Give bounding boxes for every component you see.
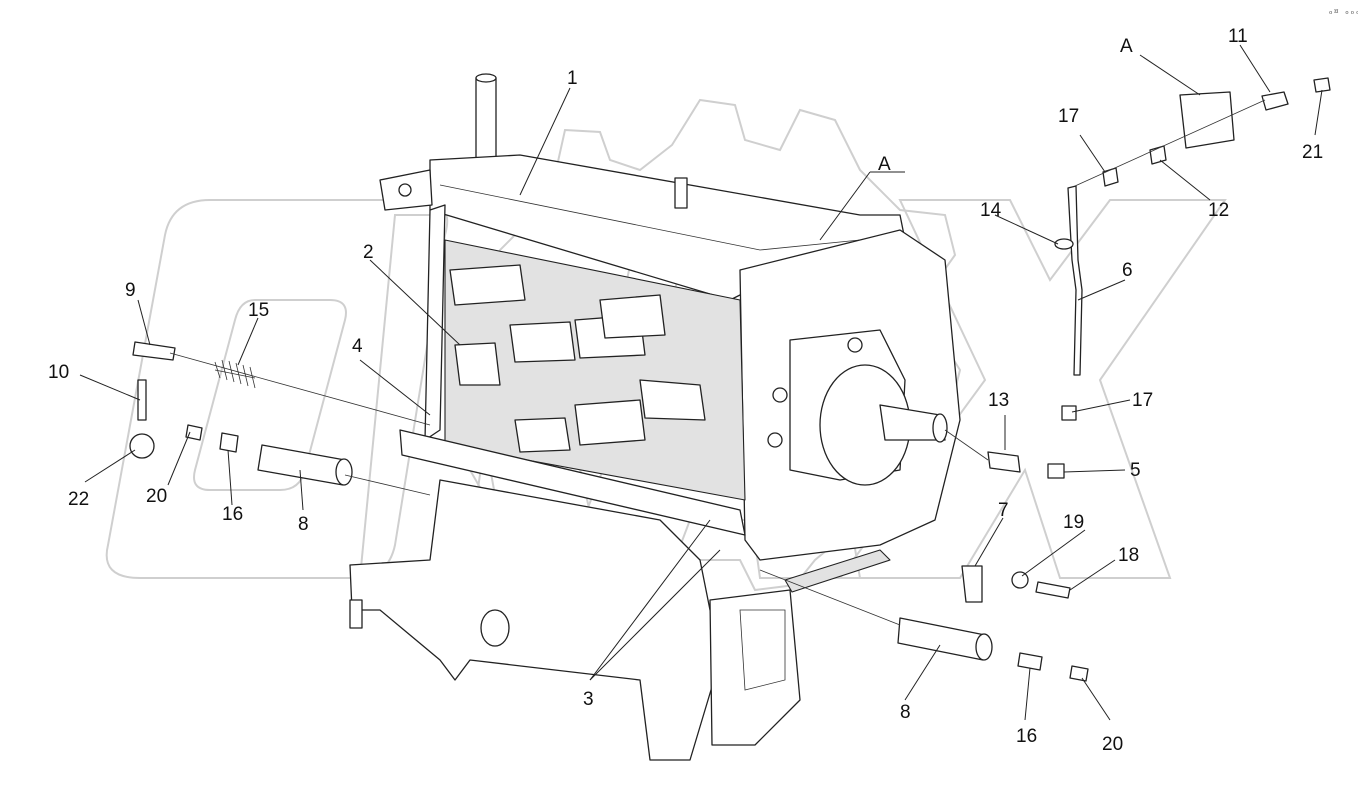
corner-mark: ₒ¤ ₒₒₒ [1328,7,1358,17]
drive-shaft [879,404,946,441]
part-15-spring [214,359,256,389]
part-10-nipple [137,379,147,421]
part-20-fitting-left [185,424,203,441]
part-6-pipe [1067,185,1083,376]
part-13-fitting [987,451,1021,473]
part-8-roller-right [897,617,986,661]
base-frame [349,479,721,761]
drive-unit [767,329,948,486]
part-19-washer [1011,571,1029,589]
detail-a-view [1179,91,1235,149]
callout-4: 4 [352,336,363,357]
part-14-sleeve [1054,238,1074,250]
watermark-letter-o [105,199,449,579]
watermark-letter-x [838,199,1227,579]
top-post-cap [475,73,497,83]
callout-3: 3 [583,689,594,710]
callout-2: 2 [363,242,374,263]
right-leg-bracket [709,589,801,746]
callout-5: 5 [1130,460,1141,481]
callout-22: 22 [68,489,89,510]
top-post [475,77,497,161]
part-5-elbow [1047,463,1065,479]
callout-11: 11 [1228,26,1248,47]
detached-parts [129,77,1331,682]
callout-20-right: 20 [1102,734,1123,755]
lower-rail [399,429,746,536]
part-11-fitting [1261,91,1289,111]
part-17-fitting-upper [1102,167,1119,187]
callout-16-left: 16 [222,504,243,525]
callout-17-upper: 17 [1058,106,1079,127]
callout-8-right: 8 [900,702,911,723]
left-side-plate [424,204,446,441]
callout-21: 21 [1302,142,1323,163]
part-22-ball [129,433,155,459]
part-7-bracket [961,565,983,603]
part-17-fitting-lower [1061,405,1077,421]
callouts: 1 2 3 4 5 6 7 8 8 9 10 11 12 13 14 15 16… [48,26,1323,755]
crusher-housing [349,73,961,761]
callout-10: 10 [48,362,69,383]
part-18-bolt [1035,581,1071,599]
callout-19: 19 [1063,512,1084,533]
leader-lines [79,44,1323,721]
part-16-nut-left [219,432,239,453]
callout-6: 6 [1122,260,1133,281]
callout-17-lower: 17 [1132,390,1153,411]
callout-9: 9 [125,280,136,301]
screen-plate [784,549,891,593]
part-16-nut-right [1017,652,1043,671]
part-21-cap [1313,77,1331,93]
top-pin [674,177,688,209]
callout-16-right: 16 [1016,726,1037,747]
callout-8-left: 8 [298,514,309,535]
hammer-plates [449,264,706,453]
callout-14: 14 [980,200,1002,221]
callout-a-detail: A [1120,36,1133,57]
callout-18: 18 [1118,545,1139,566]
callout-12: 12 [1208,200,1229,221]
part-20-fitting-right [1069,665,1089,682]
callout-a-housing: A [878,154,891,175]
callout-15: 15 [248,300,269,321]
callout-13: 13 [988,390,1009,411]
callout-7: 7 [998,500,1009,521]
part-9-bolt [132,341,176,361]
callout-1: 1 [567,68,578,89]
callout-20-left: 20 [146,486,167,507]
